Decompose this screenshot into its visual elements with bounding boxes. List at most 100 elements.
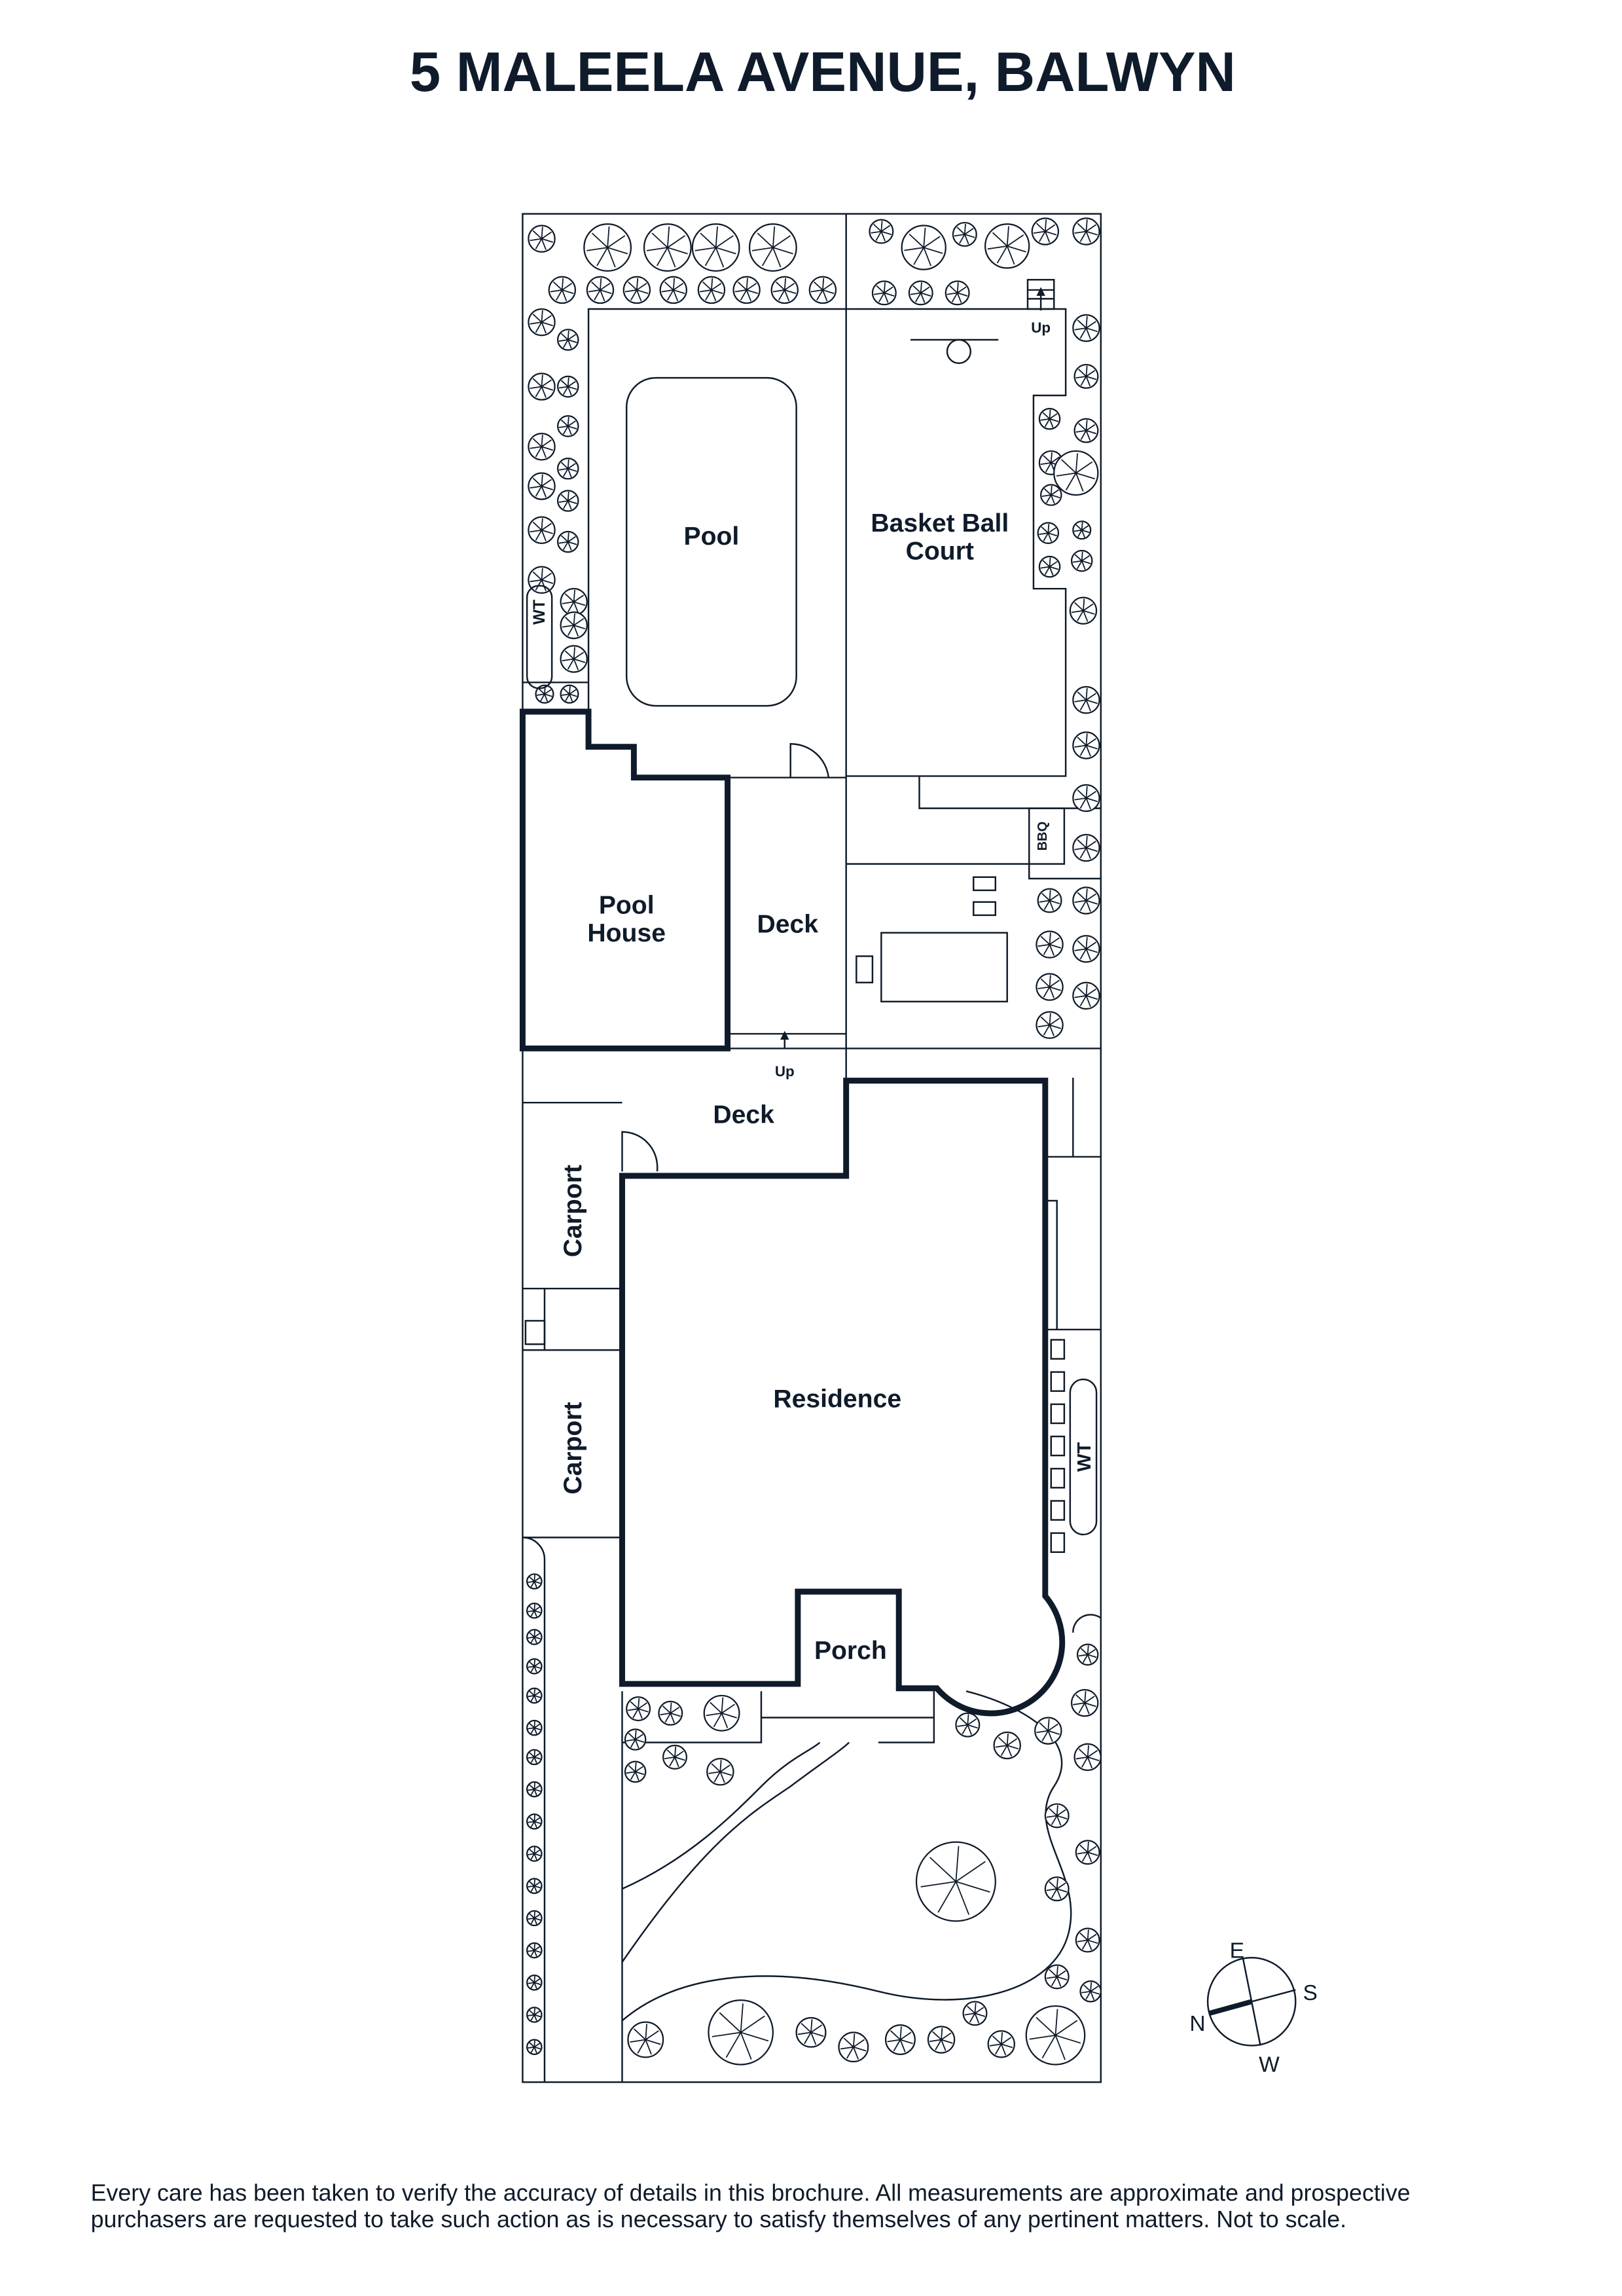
tree-icon [556, 490, 579, 512]
tree-icon [658, 1700, 683, 1726]
tree-icon [955, 1712, 981, 1738]
site-boundary [522, 213, 1102, 2083]
tree-icon [626, 1696, 651, 1722]
label-porch: Porch [814, 1637, 887, 1665]
tree-icon [1044, 1803, 1070, 1829]
tree-icon [748, 223, 797, 272]
tree-icon [770, 276, 799, 304]
tree-icon [1072, 520, 1092, 540]
compass-w: W [1259, 2053, 1280, 2077]
tree-icon [1079, 1980, 1102, 2003]
tree-icon [1025, 2005, 1086, 2066]
tree-icon [622, 276, 651, 304]
tree-icon [556, 329, 579, 351]
tree-icon [526, 1846, 543, 1862]
compass-s: S [1303, 1981, 1317, 2005]
label-up-2: Up [775, 1063, 795, 1080]
tree-icon [691, 223, 740, 272]
tree-icon [703, 1694, 740, 1732]
tree-icon [1044, 1876, 1070, 1902]
tree-icon [908, 280, 933, 306]
label-pool-house-1: Pool [599, 892, 655, 920]
tree-icon [528, 516, 556, 544]
tree-icon [526, 2039, 543, 2055]
compass-n: N [1189, 2012, 1205, 2036]
tree-icon [1036, 1011, 1064, 1039]
tree-icon [526, 1942, 543, 1959]
tree-icon [526, 1813, 543, 1830]
tree-icon [1072, 685, 1100, 714]
tree-icon [528, 472, 556, 500]
tree-icon [697, 276, 726, 304]
label-bbq: BBQ [1036, 822, 1050, 851]
tree-icon [526, 1910, 543, 1927]
label-residence: Residence [773, 1385, 901, 1413]
tree-icon [808, 276, 837, 304]
tree-icon [884, 2024, 916, 2055]
tree-icon [627, 2021, 664, 2058]
tree-icon [1075, 1840, 1100, 1865]
tree-icon [528, 432, 556, 461]
plan-lines [519, 213, 1102, 2083]
tree-icon [987, 2030, 1015, 2058]
tree-icon [526, 1629, 543, 1645]
tree-icon [1040, 484, 1062, 506]
tree-icon [1038, 555, 1061, 578]
tree-icon [662, 1744, 688, 1770]
compass: E S N W [1189, 1939, 1318, 2077]
pool-outline [625, 376, 797, 707]
compass-e: E [1230, 1939, 1244, 1963]
tree-icon [1070, 549, 1093, 572]
tree-icon [1038, 407, 1061, 430]
tree-icon [526, 1781, 543, 1798]
label-wt-left: WT [531, 600, 549, 625]
tree-icon [1073, 1743, 1102, 1772]
tree-icon [993, 1731, 1021, 1760]
tree-icon [1076, 1643, 1099, 1666]
page-title: 5 MALEELA AVENUE, BALWYN [410, 41, 1236, 103]
tree-icon [526, 1974, 543, 1991]
tree-icon [1072, 784, 1100, 812]
disclaimer-line-2: purchasers are requested to take such ac… [91, 2206, 1346, 2232]
tree-icon [1072, 731, 1100, 759]
tree-icon [528, 373, 556, 401]
tree-icon [869, 219, 894, 244]
tree-icon [1072, 981, 1100, 1010]
tree-icon [984, 223, 1030, 269]
tree-icon [556, 458, 579, 480]
tree-icon [548, 276, 577, 304]
tree-icon [1073, 363, 1099, 389]
tree-icon [528, 225, 556, 253]
tree-icon [526, 1602, 543, 1619]
tree-icon [1031, 217, 1060, 246]
tree-icon [528, 566, 556, 594]
trees [526, 217, 1102, 2066]
tree-icon [526, 1658, 543, 1675]
tree-icon [526, 1687, 543, 1704]
tree-icon [1037, 522, 1060, 544]
tree-icon [643, 223, 692, 272]
tree-icon [560, 611, 588, 640]
tree-icon [795, 2016, 827, 2048]
tree-icon [526, 1878, 543, 1894]
tree-icon [1069, 596, 1098, 625]
tree-icon [1072, 935, 1100, 963]
tree-icon [871, 280, 897, 306]
label-deck-lower: Deck [713, 1101, 774, 1129]
label-wt-right: WT [1074, 1442, 1095, 1472]
tree-icon [1034, 1717, 1062, 1745]
tree-icon [535, 684, 554, 704]
tree-icon [526, 1573, 543, 1590]
tree-icon [560, 684, 579, 704]
tree-icon [1036, 973, 1064, 1001]
tree-icon [659, 276, 688, 304]
label-up-1: Up [1031, 319, 1051, 336]
tree-icon [1070, 1688, 1099, 1717]
tree-icon [1072, 886, 1100, 915]
tree-icon [915, 1841, 996, 1922]
tree-icon [901, 225, 946, 270]
tree-icon [560, 588, 588, 616]
tree-icon [962, 2001, 988, 2026]
tree-icon [838, 2032, 869, 2063]
